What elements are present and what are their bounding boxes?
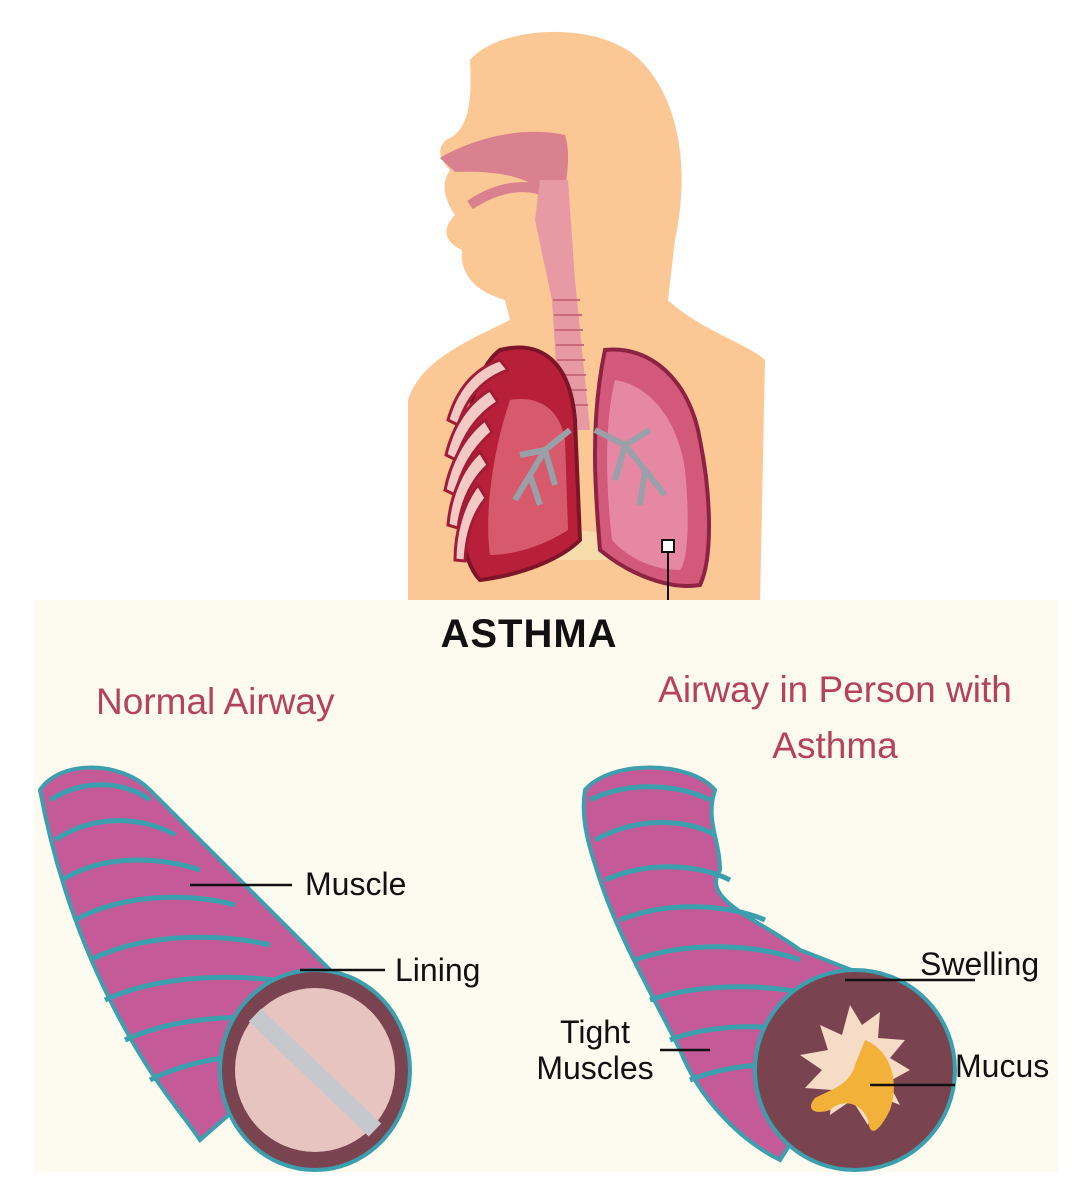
tight-muscles-label: Tight Muscles <box>520 1014 670 1086</box>
tight-muscles-label-line2: Muscles <box>520 1050 670 1086</box>
muscle-label: Muscle <box>305 866 406 902</box>
asthma-airway <box>584 768 955 1171</box>
swelling-label: Swelling <box>920 946 1039 982</box>
tight-muscles-label-line1: Tight <box>520 1014 670 1050</box>
mucus-label: Mucus <box>955 1048 1049 1084</box>
lining-label: Lining <box>395 952 480 988</box>
